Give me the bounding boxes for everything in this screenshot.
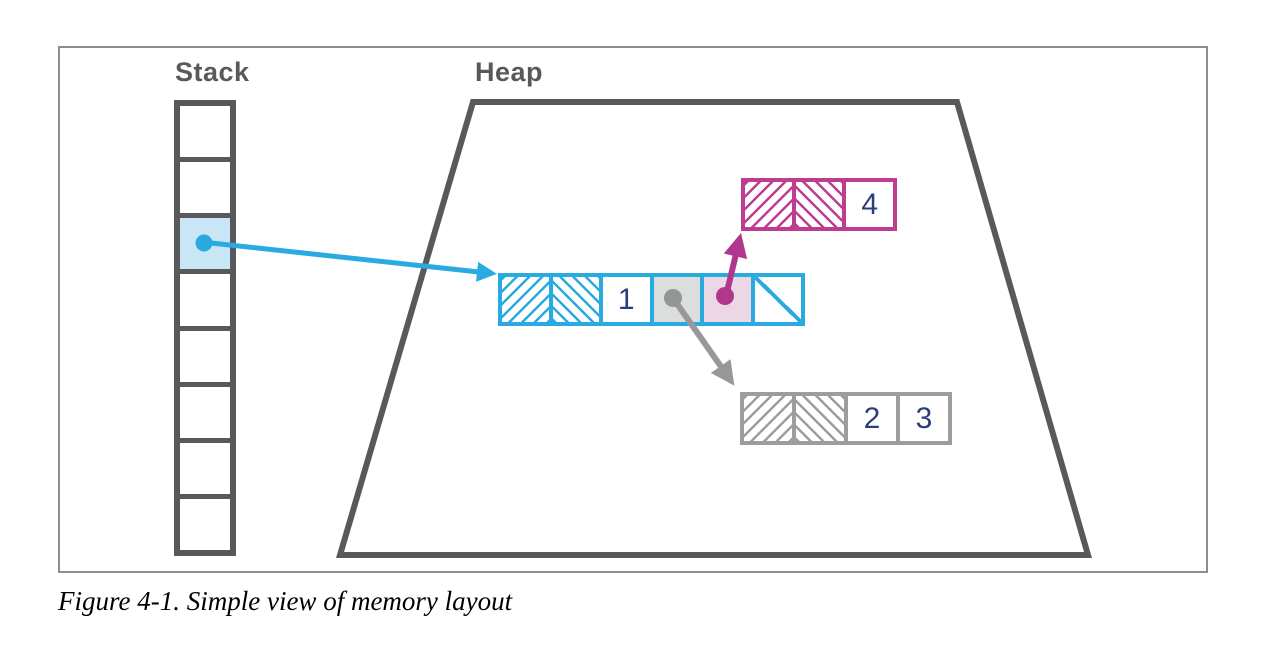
hatch-forward-cell <box>745 182 792 227</box>
stack-cell <box>180 493 230 550</box>
stack-column <box>174 100 236 556</box>
hatch-forward-cell <box>502 277 549 322</box>
stack-cell <box>180 381 230 438</box>
hatch-back-cell <box>548 277 599 322</box>
figure-caption: Figure 4-1. Simple view of memory layout <box>58 586 513 616</box>
stack-cell <box>180 269 230 326</box>
stack-cell <box>180 106 230 158</box>
hatch-back-cell <box>791 182 843 227</box>
heap-block-blue: 1 <box>498 273 805 326</box>
heap-block-magenta: 4 <box>741 178 897 231</box>
stack-cell-pointer <box>180 213 230 270</box>
hatch-back-cell <box>792 396 844 441</box>
value-cell: 2 <box>844 396 896 441</box>
value-cell: 1 <box>599 277 650 322</box>
stack-title: Stack <box>175 57 250 87</box>
stack-cell <box>180 437 230 494</box>
diagonal-slash-cell <box>750 277 801 322</box>
heap-block-gray: 2 3 <box>740 392 952 445</box>
value-cell: 4 <box>842 182 894 227</box>
pink-pointer-cell <box>700 277 751 322</box>
value-cell: 3 <box>896 396 948 441</box>
gray-pointer-cell <box>649 277 700 322</box>
stack-cell <box>180 325 230 382</box>
hatch-forward-cell <box>744 396 792 441</box>
heap-title: Heap <box>475 57 544 87</box>
stack-cell <box>180 157 230 214</box>
